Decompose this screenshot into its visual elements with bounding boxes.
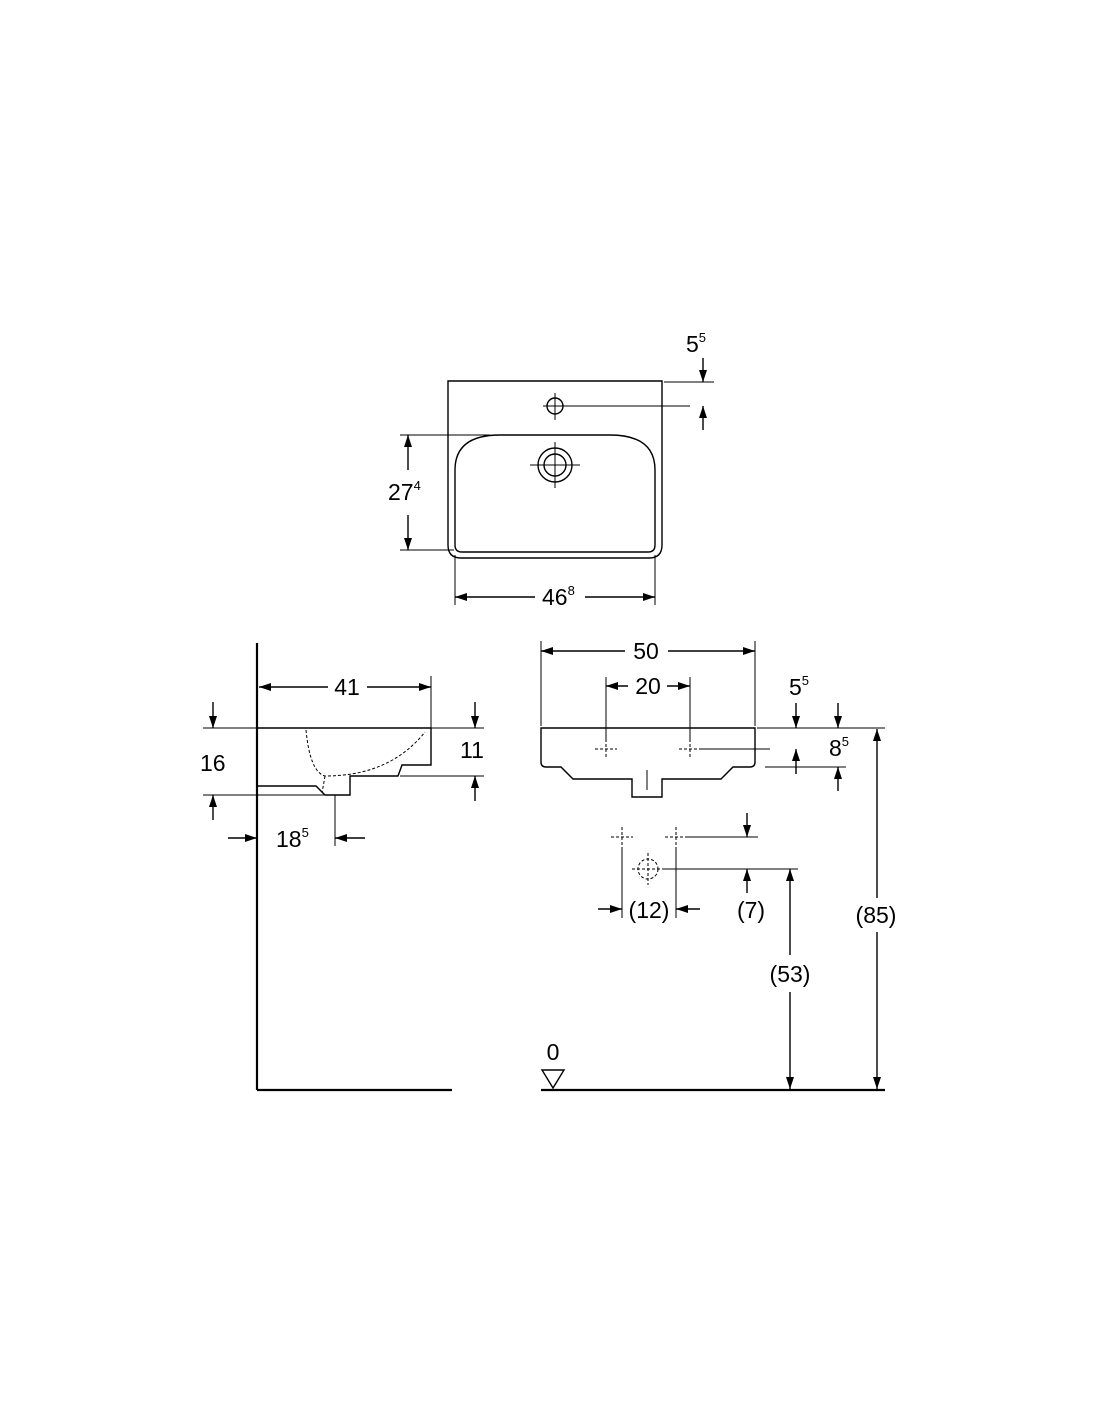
bowl-depth-base: 27 [388, 479, 414, 505]
side-height-label: 16 [200, 750, 226, 776]
tap-offset-dimension: 55 [664, 330, 714, 430]
floor-level-symbol [540, 1069, 566, 1090]
bowl-width-sup: 8 [568, 583, 575, 598]
rim-height-dimension: (85) [856, 729, 897, 1089]
bowl-depth-label: 274 [388, 478, 421, 505]
rim-height-label: (85) [856, 902, 897, 928]
front-width-label: 50 [633, 638, 659, 664]
side-drain-offset-label: 185 [276, 825, 309, 852]
front-rim-offset-sup: 5 [802, 673, 809, 688]
supply-connections [611, 827, 798, 918]
front-hole-spacing-label: 20 [635, 673, 661, 699]
bowl-width-label: 468 [542, 583, 575, 610]
front-rim-offset-label: 55 [789, 673, 809, 700]
side-drain-offset-dimension: 185 [228, 795, 365, 852]
side-bowl-height-label: 11 [460, 737, 484, 763]
front-tap-hole-left [595, 739, 617, 759]
front-hole-height-label: 85 [829, 734, 849, 761]
front-hole-height-base: 8 [829, 735, 842, 761]
side-bowl-height-dimension: 11 [400, 702, 484, 801]
side-depth-label: 41 [334, 674, 360, 700]
tap-offset-label: 55 [686, 330, 706, 357]
side-drain-offset-sup: 5 [302, 825, 309, 840]
drain-hole [530, 442, 580, 488]
front-tap-hole-right [679, 739, 770, 759]
drain-height-label: (53) [770, 961, 811, 987]
tap-offset-base: 5 [686, 331, 699, 357]
bowl-depth-dimension: 274 [388, 434, 490, 551]
supply-offset-dimension: (7) [737, 813, 765, 923]
side-bowl-curve [305, 729, 426, 777]
floor-level-label: 0 [547, 1039, 560, 1065]
front-view: 50 20 55 85 [540, 638, 897, 1092]
front-hole-spacing-dimension: 20 [605, 673, 691, 740]
side-height-dimension: 16 [200, 702, 330, 820]
bowl-width-dimension: 468 [454, 555, 656, 610]
side-basin-outline [258, 727, 432, 796]
bowl-width-base: 46 [542, 584, 568, 610]
top-view: 55 274 468 [388, 330, 714, 610]
supply-spacing-label: (12) [629, 897, 670, 923]
supply-offset-label: (7) [737, 897, 765, 923]
side-depth-dimension: 41 [259, 674, 432, 728]
drain-height-dimension: (53) [770, 869, 811, 1089]
front-hole-height-sup: 5 [842, 734, 849, 749]
front-rim-offset-base: 5 [789, 674, 802, 700]
basin-outline [447, 380, 663, 559]
front-rim-offset-dimension: 55 [757, 673, 885, 774]
supply-spacing-dimension: (12) [598, 897, 700, 923]
side-drain-offset-base: 18 [276, 826, 302, 852]
tap-offset-sup: 5 [699, 330, 706, 345]
side-view: 41 16 11 185 [200, 643, 484, 1092]
bowl-outline [454, 434, 656, 553]
front-width-dimension: 50 [540, 638, 756, 726]
front-basin-outline [540, 727, 756, 798]
front-hole-height-dimension: 85 [765, 703, 849, 791]
bowl-depth-sup: 4 [414, 478, 421, 493]
tap-hole [543, 393, 690, 420]
